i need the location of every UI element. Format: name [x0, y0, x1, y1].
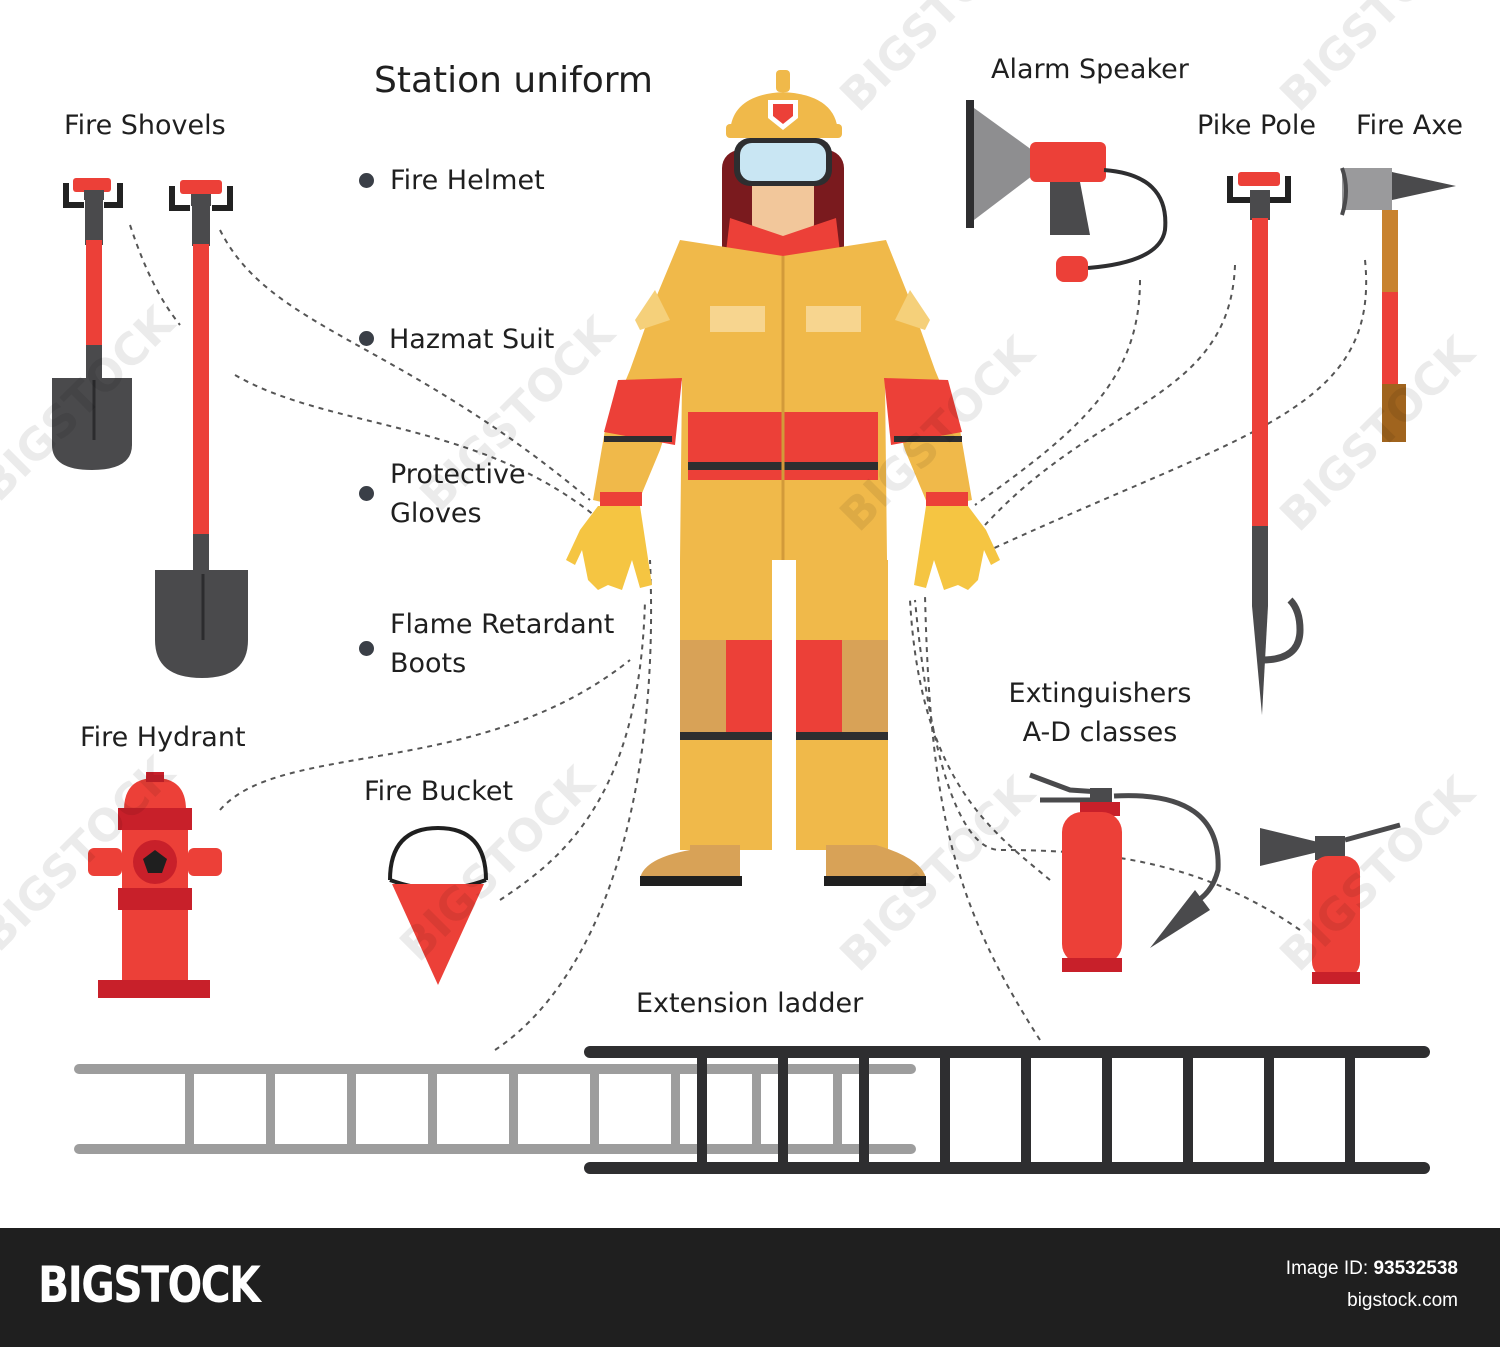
- svg-text:BIGSTOCK: BIGSTOCK: [1271, 326, 1486, 541]
- extinguisher-large: [1029, 772, 1221, 972]
- footer-brand-logo: BIGSTOCK: [38, 1256, 261, 1314]
- alarm-speaker: [966, 100, 1168, 282]
- firefighter-figure: [566, 70, 1000, 886]
- label-fire-axe: Fire Axe: [1356, 110, 1463, 141]
- fire-hydrant: [88, 772, 222, 998]
- label-extinguishers-line1: Extinguishers: [1008, 678, 1192, 709]
- label-extension-ladder: Extension ladder: [636, 988, 864, 1019]
- uniform-item-suit: Hazmat Suit: [389, 324, 555, 355]
- uniform-item-helmet: Fire Helmet: [390, 165, 545, 196]
- bullet-dot: [359, 486, 374, 501]
- extinguisher-small: [1260, 822, 1401, 984]
- diagram-title: Station uniform: [374, 60, 653, 101]
- ladder-dark: [584, 1046, 1430, 1174]
- bullet-dot: [359, 331, 374, 346]
- fire-axe: [1340, 167, 1456, 442]
- ladder-light: [74, 1064, 916, 1154]
- connector-lines: [129, 224, 1368, 1051]
- label-alarm-speaker: Alarm Speaker: [991, 54, 1189, 85]
- label-extinguishers-line2: A-D classes: [1022, 717, 1178, 748]
- image-id-value: 93532538: [1373, 1258, 1458, 1279]
- label-fire-hydrant: Fire Hydrant: [80, 722, 246, 753]
- fire-shovel-long: [155, 180, 248, 678]
- pike-pole: [1227, 172, 1304, 715]
- image-id-label: Image ID:: [1285, 1258, 1369, 1279]
- svg-text:BIGSTOCK: BIGSTOCK: [1271, 0, 1486, 121]
- firefighter-equipment-illustration: BIGSTOCK BIGSTOCK BIGSTOCK BIGSTOCK BIGS…: [0, 0, 1486, 1174]
- bullet-dot: [359, 173, 374, 188]
- footer-site: bigstock.com: [1347, 1290, 1458, 1311]
- fire-bucket: [388, 825, 488, 985]
- footer-bar: BIGSTOCK Image ID: 93532538 bigstock.com: [0, 1228, 1500, 1347]
- footer-image-id: Image ID: 93532538: [1286, 1258, 1458, 1280]
- bullet-dot: [359, 641, 374, 656]
- fire-shovel-short: [52, 178, 132, 470]
- label-fire-shovels: Fire Shovels: [64, 110, 226, 141]
- uniform-item-gloves: Protective Gloves: [390, 459, 526, 529]
- svg-text:BIGSTOCK: BIGSTOCK: [1271, 766, 1486, 981]
- label-pike-pole: Pike Pole: [1197, 110, 1317, 141]
- label-fire-bucket: Fire Bucket: [364, 776, 514, 807]
- uniform-item-boots: Flame Retardant Boots: [390, 609, 615, 679]
